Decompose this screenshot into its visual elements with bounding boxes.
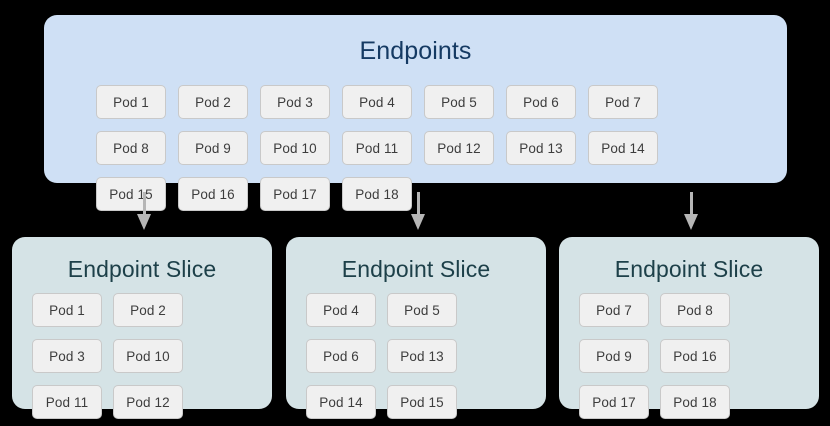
endpoints-title: Endpoints [359,37,472,65]
pod-chip: Pod 17 [260,177,330,211]
pod-chip: Pod 5 [387,293,457,327]
arrow-down-icon-3 [681,192,701,230]
pod-chip: Pod 8 [96,131,166,165]
pod-chip: Pod 7 [588,85,658,119]
pod-chip: Pod 8 [660,293,730,327]
pod-chip: Pod 10 [113,339,183,373]
pod-chip: Pod 11 [342,131,412,165]
pod-chip: Pod 16 [178,177,248,211]
pod-chip: Pod 9 [178,131,248,165]
pod-chip: Pod 16 [660,339,730,373]
arrow-down-icon-1 [134,192,154,230]
pod-chip: Pod 12 [424,131,494,165]
arrow-shaft [417,192,420,217]
pod-chip: Pod 4 [306,293,376,327]
pod-chip: Pod 5 [424,85,494,119]
pod-chip: Pod 18 [660,385,730,419]
endpoint-slice-title: Endpoint Slice [67,256,217,282]
endpoint-slice-title: Endpoint Slice [614,256,764,282]
pod-chip: Pod 6 [506,85,576,119]
pod-chip: Pod 2 [178,85,248,119]
pod-chip: Pod 18 [342,177,412,211]
pod-chip: Pod 3 [32,339,102,373]
arrow-down-icon-2 [408,192,428,230]
pod-chip: Pod 1 [32,293,102,327]
pod-chip: Pod 14 [306,385,376,419]
endpoint-slice-pod-grid-1: Pod 1 Pod 2 Pod 3 Pod 10 Pod 11 Pod 12 [32,293,254,419]
pod-chip: Pod 6 [306,339,376,373]
endpoints-container: Endpoints Pod 1 Pod 2 Pod 3 Pod 4 Pod 5 Pod 6… [44,15,787,211]
endpoint-slice-pod-grid-2: Pod 4 Pod 5 Pod 6 Pod 13 Pod 14 Pod 15 [306,293,528,419]
pod-chip: Pod 15 [387,385,457,419]
pod-chip: Pod 7 [579,293,649,327]
pod-chip: Pod 15 [96,177,166,211]
pod-chip: Pod 2 [113,293,183,327]
endpoint-slice-pod-grid-3: Pod 7 Pod 8 Pod 9 Pod 16 Pod 17 Pod 18 [579,293,801,419]
arrow-head [137,214,151,230]
pod-chip: Pod 11 [32,385,102,419]
pod-chip: Pod 17 [579,385,649,419]
arrow-shaft [143,192,146,217]
endpoints-pod-grid: Pod 1 Pod 2 Pod 3 Pod 4 Pod 5 Pod 6 Pod 7 Pod 8… [96,85,736,211]
pod-chip: Pod 13 [387,339,457,373]
pod-chip: Pod 12 [113,385,183,419]
endpoint-slice-title: Endpoint Slice [341,256,491,282]
pod-chip: Pod 1 [96,85,166,119]
pod-chip: Pod 9 [579,339,649,373]
pod-chip: Pod 10 [260,131,330,165]
arrow-head [411,214,425,230]
pod-chip: Pod 4 [342,85,412,119]
pod-chip: Pod 14 [588,131,658,165]
pod-chip: Pod 3 [260,85,330,119]
arrow-shaft [690,192,693,217]
pod-chip: Pod 13 [506,131,576,165]
arrow-head [684,214,698,230]
